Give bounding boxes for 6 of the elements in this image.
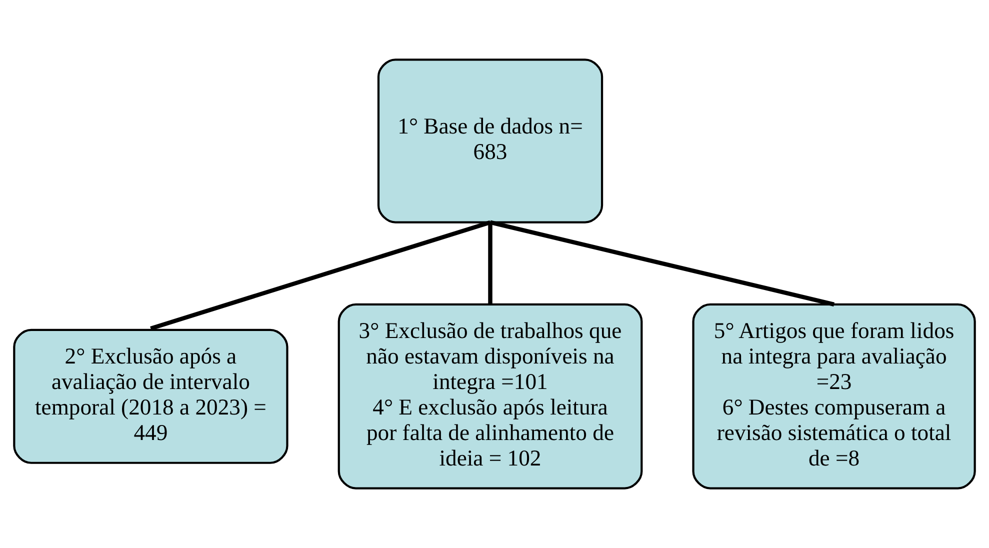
connector bbox=[488, 222, 492, 304]
node-box: 3° Exclusão de trabalhos que não estavam disponíveis na integra =101 4° E exclusão após leitura por falta de alinhamento de ideia = 102 bbox=[338, 303, 643, 490]
connector bbox=[150, 220, 491, 330]
node-box: 5° Artigos que foram lidos na integra para avaliação =23 6° Destes compuseram a revisão sistemática o total de =8 bbox=[692, 303, 976, 490]
node-box: 1° Base de dados n= 683 bbox=[377, 58, 604, 224]
node-box: 2° Exclusão após a avaliação de intervalo temporal (2018 a 2023) = 449 bbox=[13, 328, 288, 464]
